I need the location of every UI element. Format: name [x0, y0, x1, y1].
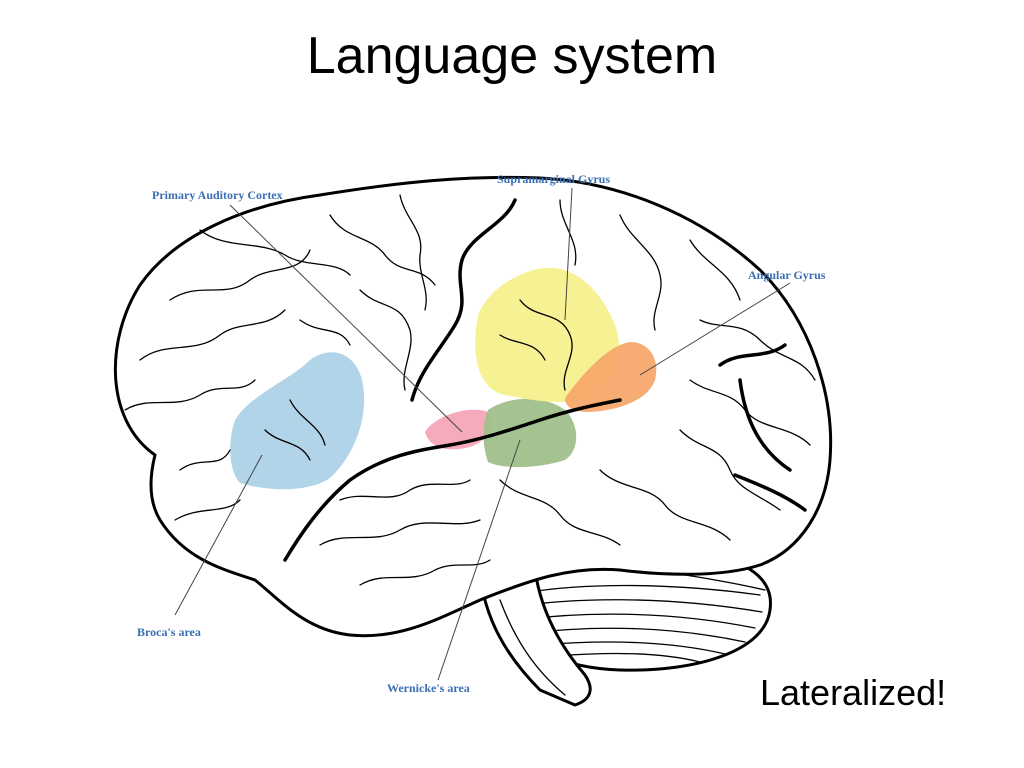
central-sulcus: [410, 198, 517, 402]
lateral-sulcus: [283, 398, 622, 562]
angular-gyrus-region: [565, 342, 657, 412]
temporal-notch: [738, 378, 792, 472]
major-sulci: [283, 198, 807, 562]
brocas-area-region: [230, 352, 365, 490]
label-supramarginal-gyrus: Supramarginal Gyrus: [497, 172, 610, 186]
lateralized-note: Lateralized!: [760, 672, 947, 713]
label-brocas-area: Broca's area: [137, 625, 201, 639]
brainstem: [476, 558, 592, 707]
gyri-lines: [124, 194, 816, 586]
parieto-occipital-sulcus: [718, 343, 787, 367]
label-wernickes-area: Wernicke's area: [387, 681, 470, 695]
cerebrum-outline: [113, 175, 833, 638]
supramarginal-gyrus-region: [475, 267, 619, 403]
occipital-sulcus: [733, 473, 807, 512]
label-angular-gyrus: Angular Gyrus: [748, 268, 826, 282]
leader-lines: [174, 187, 791, 681]
slide-title: Language system: [306, 27, 718, 85]
label-primary-auditory-cortex: Primary Auditory Cortex: [152, 188, 283, 202]
